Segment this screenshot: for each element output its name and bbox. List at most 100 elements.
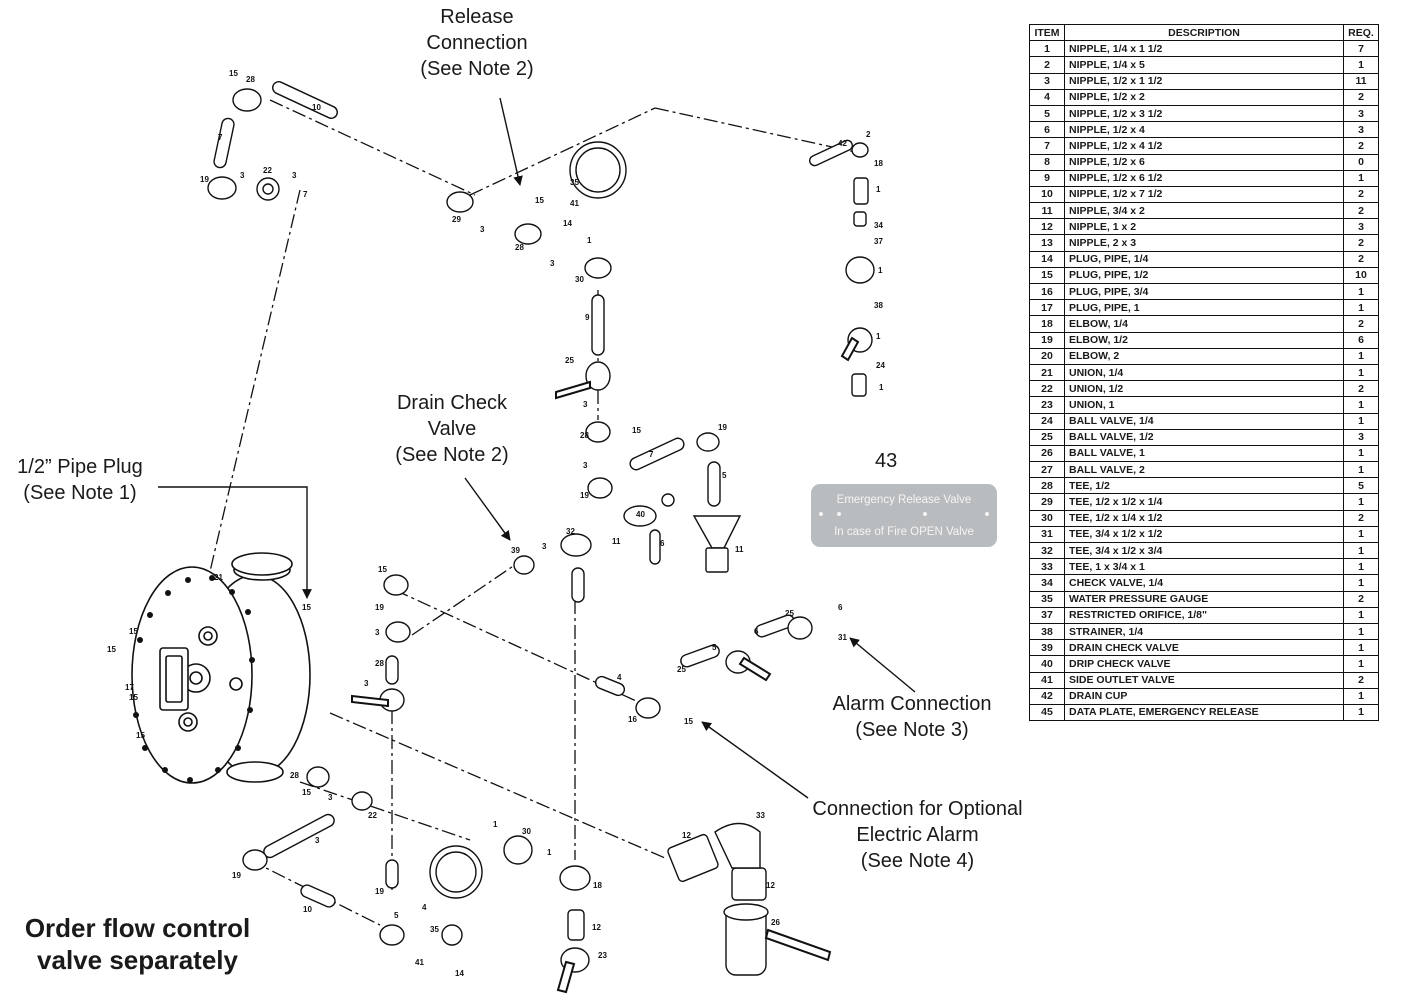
pipe-plug-callout: 1/2” Pipe Plug (See Note 1) [0,454,160,506]
description-cell: WATER PRESSURE GAUGE [1064,590,1344,608]
item-number-cell: 35 [1029,590,1065,608]
callout-line: (See Note 4) [860,850,975,872]
part-number-label: 22 [368,811,377,820]
part-number-label: 30 [522,827,531,836]
quantity-cell: 2 [1343,88,1379,106]
description-cell: ELBOW, 2 [1064,347,1344,365]
quantity-cell: 1 [1343,461,1379,479]
part-number-label: 2 [866,130,871,139]
quantity-cell: 11 [1343,72,1379,90]
callout-line: (See Note 2) [420,58,534,80]
part-number-label: 5 [722,471,727,480]
callout-line: Connection [426,32,528,54]
header-item: ITEM [1029,23,1065,42]
quantity-cell: 3 [1343,218,1379,236]
assembly-centerlines [181,99,856,926]
description-cell: NIPPLE, 1/4 x 1 1/2 [1064,40,1344,58]
description-cell: NIPPLE, 1/2 x 6 [1064,153,1344,171]
description-cell: PLUG, PIPE, 1/2 [1064,266,1344,285]
part-number-label: 7 [218,133,223,142]
part-number-label: 1 [878,266,883,275]
part-number-label: 15 [229,69,238,78]
part-number-label: 41 [415,958,424,967]
description-cell: NIPPLE, 3/4 x 2 [1064,202,1344,220]
description-cell: BALL VALVE, 2 [1064,461,1344,479]
description-cell: BALL VALVE, 1/2 [1064,428,1344,446]
fittings [207,88,875,976]
item-number-cell: 39 [1029,639,1065,657]
part-number-label: 25 [785,609,794,618]
description-cell: TEE, 1/2 [1064,477,1344,495]
item-number-cell: 8 [1029,153,1065,171]
quantity-cell: 2 [1343,185,1379,204]
description-cell: NIPPLE, 1/2 x 4 1/2 [1064,137,1344,155]
callout-line: 1/2” Pipe Plug [17,456,143,478]
quantity-cell: 1 [1343,56,1379,74]
item-number-cell: 18 [1029,315,1065,333]
quantity-cell: 1 [1343,299,1379,317]
part-number-label: 12 [592,923,601,932]
description-cell: PLUG, PIPE, 1/4 [1064,250,1344,268]
part-number-label: 3 [550,259,555,268]
description-cell: NIPPLE, 1/4 x 5 [1064,56,1344,74]
part-number-label: 12 [682,831,691,840]
quantity-cell: 2 [1343,509,1379,527]
item-number-cell: 26 [1029,444,1065,463]
quantity-cell: 1 [1343,282,1379,301]
description-cell: PLUG, PIPE, 3/4 [1064,282,1344,301]
item-number-cell: 11 [1029,202,1065,220]
item-number-cell: 15 [1029,266,1065,285]
quantity-cell: 2 [1343,380,1379,398]
part-number-label: 29 [452,215,461,224]
part-number-label: 4 [617,673,622,682]
description-cell: CHECK VALVE, 1/4 [1064,574,1344,592]
part-number-label: 19 [200,175,209,184]
item-number-cell: 22 [1029,380,1065,398]
quantity-cell: 2 [1343,202,1379,220]
quantity-cell: 5 [1343,477,1379,495]
part-number-label: 3 [328,793,333,802]
part-number-label: 3 [542,542,547,551]
part-number-label: 19 [232,871,241,880]
item-number-cell: 20 [1029,347,1065,365]
item-number-cell: 16 [1029,282,1065,301]
item-number-cell: 40 [1029,655,1065,673]
quantity-cell: 2 [1343,137,1379,155]
item-number-cell: 9 [1029,169,1065,187]
part-number-label: 15 [535,196,544,205]
item-number-cell: 5 [1029,104,1065,123]
order-note: Order flow control valve separately [0,912,275,976]
part-number-label: 15 [129,693,138,702]
part-number-label: 35 [570,178,579,187]
part-number-label: 14 [455,969,464,978]
description-cell: NIPPLE, 1/2 x 6 1/2 [1064,169,1344,187]
part-number-label: 15 [136,731,145,740]
item-number-cell: 6 [1029,121,1065,139]
part-number-label: 38 [874,301,883,310]
quantity-cell: 3 [1343,104,1379,123]
description-cell: NIPPLE, 1/2 x 1 1/2 [1064,72,1344,90]
item-number-cell: 2 [1029,56,1065,74]
part-number-label: 19 [580,491,589,500]
description-cell: PLUG, PIPE, 1 [1064,299,1344,317]
